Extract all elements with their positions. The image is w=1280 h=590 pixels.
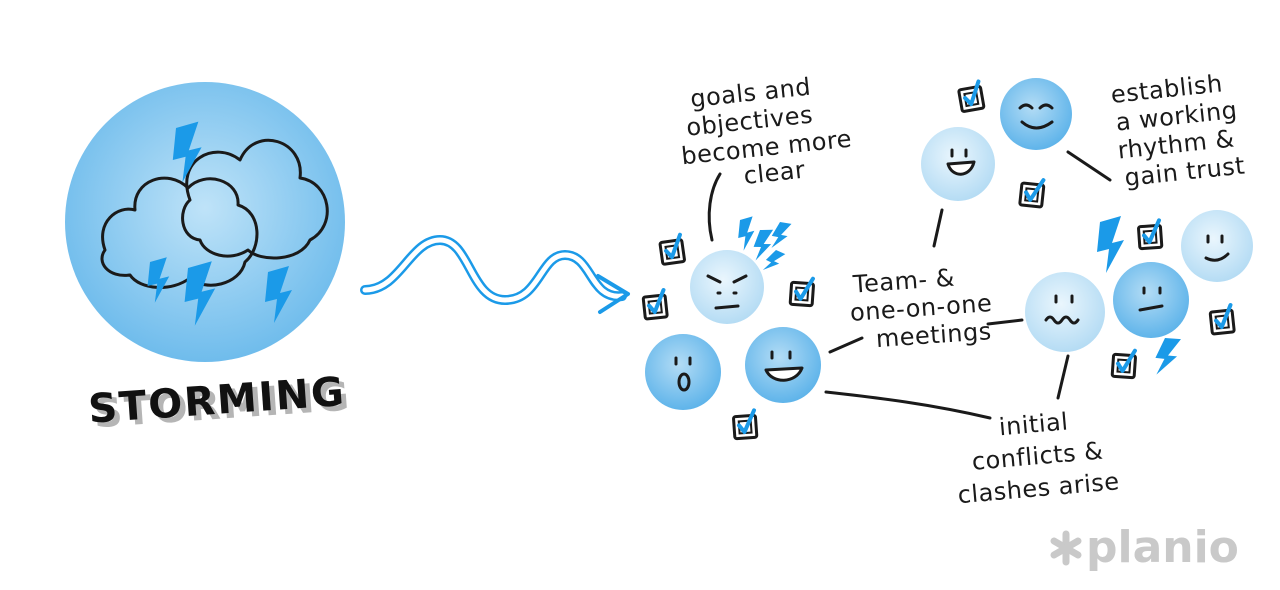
- face-wavy: [1025, 272, 1105, 352]
- trust-face-group: [921, 78, 1072, 210]
- face-neutral: [1113, 262, 1189, 338]
- checkbox-icon: [955, 79, 987, 114]
- annotation-goals-line-4: clear: [742, 156, 806, 190]
- connector-rhythm-left: [932, 208, 944, 248]
- connector-rhythm: [1066, 150, 1112, 182]
- connector-goals: [707, 172, 722, 242]
- angry-face-icon: [706, 274, 748, 310]
- checkbox-icon: [1136, 218, 1164, 251]
- connector-meetings-right: [986, 318, 1024, 326]
- conflict-face-group: [1025, 210, 1253, 380]
- lightning-bolt-icon: [1097, 216, 1124, 273]
- lightning-bolt-icon: [738, 216, 755, 251]
- face-grin: [745, 327, 821, 403]
- connector-lines: [707, 150, 1112, 420]
- grin-face-icon: [770, 350, 792, 360]
- annotation-meetings: Team- & one-on-one meetings: [849, 264, 993, 354]
- storm-face-group: [640, 216, 821, 441]
- checkbox-icon: [640, 287, 670, 322]
- stage-title: STORMING: [87, 369, 347, 433]
- cloud-back-icon: [181, 138, 329, 260]
- checkbox-icon: [657, 232, 687, 267]
- brand-name: planio: [1086, 522, 1239, 573]
- checkbox-icon: [788, 275, 816, 308]
- annotation-conflicts: initial conflicts & clashes arise: [957, 407, 1121, 509]
- squiggle-arrow-icon: [360, 234, 630, 314]
- checkbox-icon: [1110, 347, 1138, 380]
- checkbox-icon: [1017, 175, 1047, 210]
- face-angry: [690, 250, 764, 324]
- lightning-bolt-icon: [1150, 333, 1184, 380]
- cloud-front-icon: [100, 176, 259, 289]
- lightning-bolt-icon: [767, 218, 793, 253]
- planio-logo: planio: [1050, 522, 1239, 573]
- face-content: [1000, 78, 1072, 150]
- wavy-face-icon: [1044, 294, 1080, 325]
- face-smirk: [1181, 210, 1253, 282]
- content-face-icon: [1018, 103, 1054, 130]
- connector-conflicts-left: [824, 390, 992, 420]
- annotation-rhythm: establish a working rhythm & gain trust: [1110, 69, 1247, 192]
- annotation-goals: goals and objectives become more clear: [680, 73, 853, 190]
- checkbox-icon: [731, 408, 759, 441]
- face-surprised: [645, 334, 721, 410]
- surprised-face-icon: [674, 356, 692, 366]
- smirk-face-icon: [1204, 234, 1230, 262]
- neutral-face-icon: [1138, 286, 1164, 312]
- annotation-conflicts-line-1: initial: [998, 407, 1070, 441]
- checkbox-icon: [1207, 302, 1237, 337]
- storm-badge: [65, 82, 345, 362]
- connector-meetings-left: [828, 336, 864, 354]
- asterisk-icon: [1050, 530, 1082, 566]
- connector-conflicts-right: [1056, 354, 1070, 400]
- happy-face-icon: [950, 148, 968, 158]
